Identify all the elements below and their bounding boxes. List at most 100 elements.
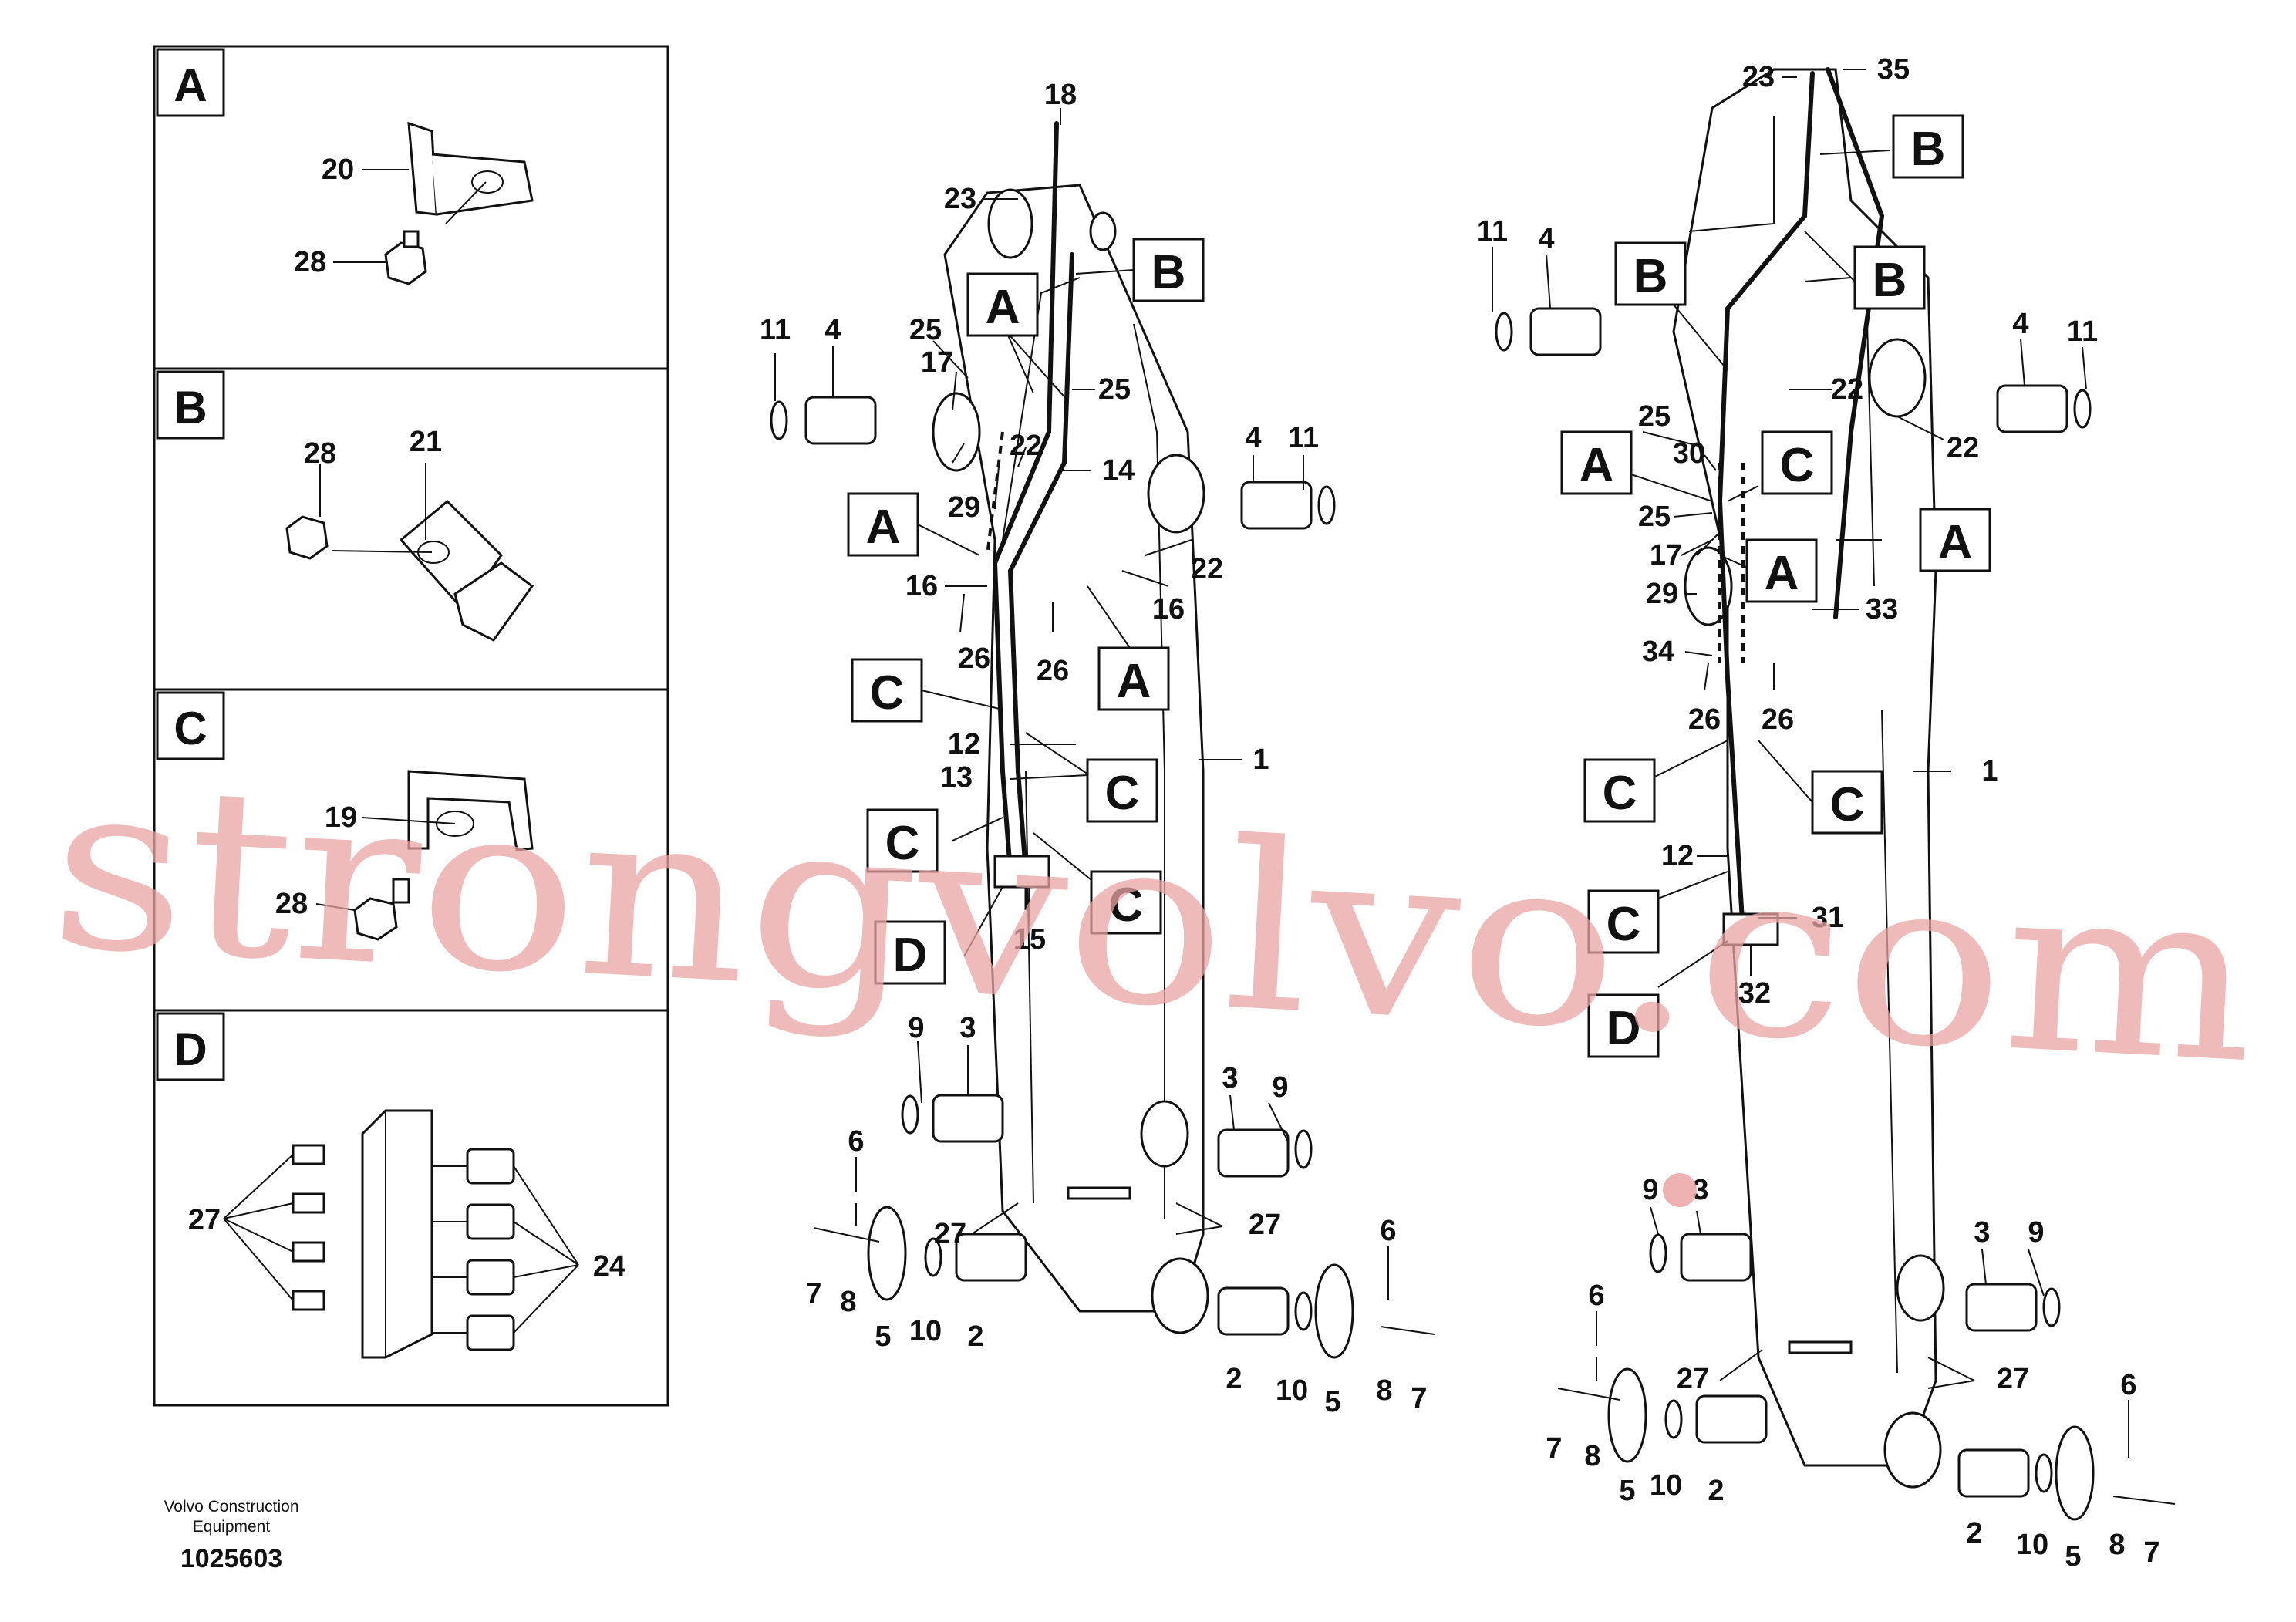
callout: 22 [1010, 430, 1042, 462]
callout: 26 [958, 642, 990, 675]
callout: 25 [1638, 501, 1671, 533]
callout: 10 [1650, 1469, 1682, 1502]
callout: 2 [1226, 1363, 1242, 1395]
callout: 14 [1102, 454, 1135, 487]
callout: 26 [1688, 703, 1721, 736]
callout: 16 [1152, 593, 1185, 626]
callout: 23 [1742, 61, 1775, 93]
inset-a-label: A [174, 59, 207, 111]
inset-b: B 28 21 [156, 370, 534, 642]
label-boxes [1560, 114, 1991, 1058]
callout: 9 [908, 1012, 924, 1044]
callout: 7 [1411, 1382, 1427, 1415]
company-name-line1: Volvo Construction [164, 1498, 298, 1516]
watermark-dot [1663, 1173, 1697, 1207]
callout: 25 [1098, 373, 1131, 406]
callout: 5 [1619, 1475, 1635, 1507]
callout-box-label: A [1117, 655, 1151, 708]
callout: 10 [1276, 1374, 1308, 1407]
callout-box-label: C [1603, 767, 1637, 820]
callout: 10 [909, 1315, 942, 1347]
callout-box-label: D [1607, 1002, 1641, 1055]
inset-c: C 19 28 [156, 691, 534, 941]
callout: 27 [1249, 1209, 1281, 1241]
callout-box-label: C [1830, 778, 1865, 831]
callout: 4 [2012, 308, 2028, 340]
callout-box-label: D [893, 929, 928, 982]
callout: 7 [805, 1278, 821, 1310]
callout: 7 [2143, 1536, 2159, 1569]
label-boxes [847, 238, 1205, 985]
callout: 34 [1642, 636, 1674, 668]
callout-box-label: B [1873, 254, 1907, 307]
callout: 23 [944, 183, 976, 215]
callout-box-label: B [1633, 250, 1668, 303]
callout: 29 [1646, 578, 1678, 610]
callout: 17 [921, 346, 953, 379]
footer: Volvo Construction Equipment 1025603 [164, 1498, 298, 1573]
callout: 3 [1222, 1062, 1238, 1094]
callout: 12 [948, 728, 980, 760]
inset-b-label: B [174, 382, 207, 433]
callout: 27 [188, 1204, 221, 1236]
callout: 35 [1877, 53, 1910, 86]
callout-box-label: C [870, 666, 905, 720]
callout: 32 [1738, 977, 1771, 1010]
inset-c-label: C [174, 703, 207, 754]
callout: 3 [1692, 1174, 1708, 1206]
inset-d: D [156, 1012, 625, 1359]
callout: 21 [410, 426, 442, 458]
callout: 1 [1981, 755, 1998, 787]
callout: 29 [948, 491, 980, 524]
callout-box-label: A [986, 281, 1020, 334]
callout: 26 [1762, 703, 1794, 736]
callout: 9 [1642, 1174, 1658, 1206]
callout-box-label: C [885, 817, 920, 870]
callout: 1 [1253, 744, 1269, 776]
callout-box-label: C [1780, 439, 1815, 492]
callout: 15 [1013, 923, 1046, 956]
callout: 6 [1380, 1215, 1396, 1247]
callout: 27 [1677, 1363, 1709, 1395]
callout: 6 [1588, 1280, 1604, 1312]
callout: 4 [824, 314, 841, 346]
inset-d-label: D [174, 1023, 207, 1075]
callout: 5 [1324, 1386, 1340, 1418]
callout: 6 [2120, 1369, 2136, 1401]
callout: 22 [1831, 373, 1863, 406]
callout: 13 [940, 761, 973, 794]
boom-right-callouts: 23 35 B 11 4 B B 22 4 11 25 30 C 22 A 25… [1477, 53, 2160, 1573]
callout: 11 [760, 314, 791, 346]
callout-box-label: A [866, 501, 901, 554]
callout-box-label: C [1105, 767, 1140, 820]
callout: 8 [1376, 1374, 1392, 1407]
callout: 7 [1546, 1432, 1562, 1465]
callout: 22 [1191, 553, 1223, 585]
callout: 11 [1288, 422, 1319, 454]
callout: 5 [2065, 1540, 2081, 1573]
callout: 25 [909, 314, 942, 346]
callout: 8 [2109, 1529, 2125, 1561]
callout: 4 [1538, 223, 1554, 255]
callout: 11 [2067, 315, 2098, 348]
callout: 11 [1477, 215, 1508, 248]
callout: 12 [1661, 840, 1694, 872]
callout: 16 [905, 570, 938, 602]
callout: 18 [1044, 79, 1077, 111]
callout: 22 [1947, 432, 1979, 464]
callout: 19 [325, 801, 357, 834]
callout: 3 [1974, 1216, 1990, 1249]
callout: 4 [1245, 422, 1261, 454]
callout: 28 [304, 437, 336, 470]
callout: 2 [1966, 1517, 1982, 1549]
boom-left-callouts: 18 23 B 11 4 25 17 A 25 22 29 14 4 11 A … [760, 79, 1428, 1418]
callout: 6 [848, 1125, 864, 1158]
callout: 5 [875, 1320, 891, 1353]
callout: 10 [2016, 1529, 2048, 1561]
callout-box-label: A [1938, 516, 1973, 569]
callout: 24 [593, 1250, 625, 1283]
callout: 17 [1650, 539, 1682, 572]
callout: 30 [1673, 437, 1705, 470]
callout: 26 [1037, 655, 1069, 687]
